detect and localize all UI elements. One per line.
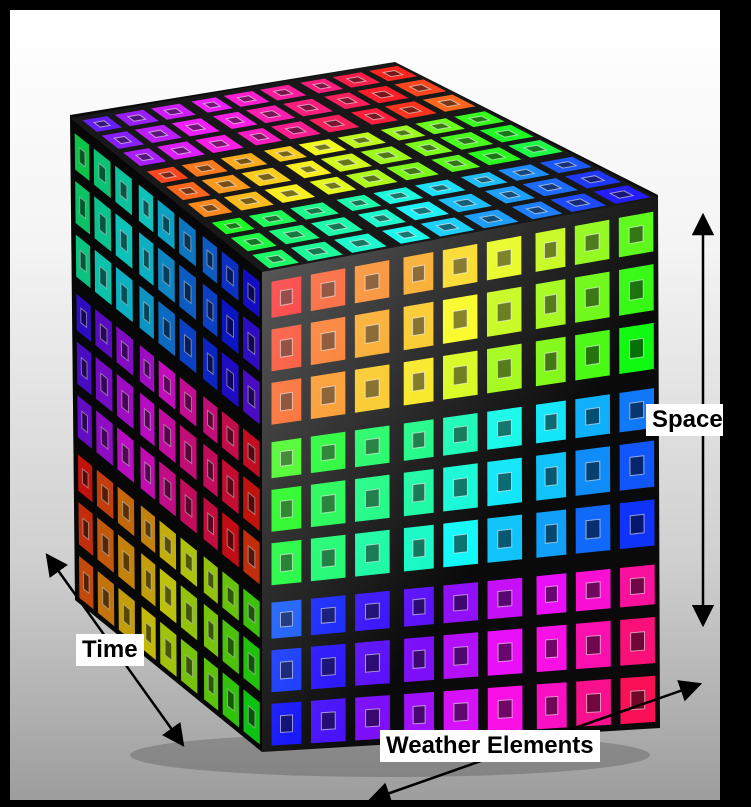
rubik-cube-icon: [70, 62, 660, 752]
time-label: Time: [76, 634, 144, 666]
cube-face-front: [262, 198, 660, 752]
weather-elements-label: Weather Elements: [380, 730, 600, 762]
space-label: Space: [646, 404, 723, 436]
cube-face-shading: [262, 198, 660, 752]
